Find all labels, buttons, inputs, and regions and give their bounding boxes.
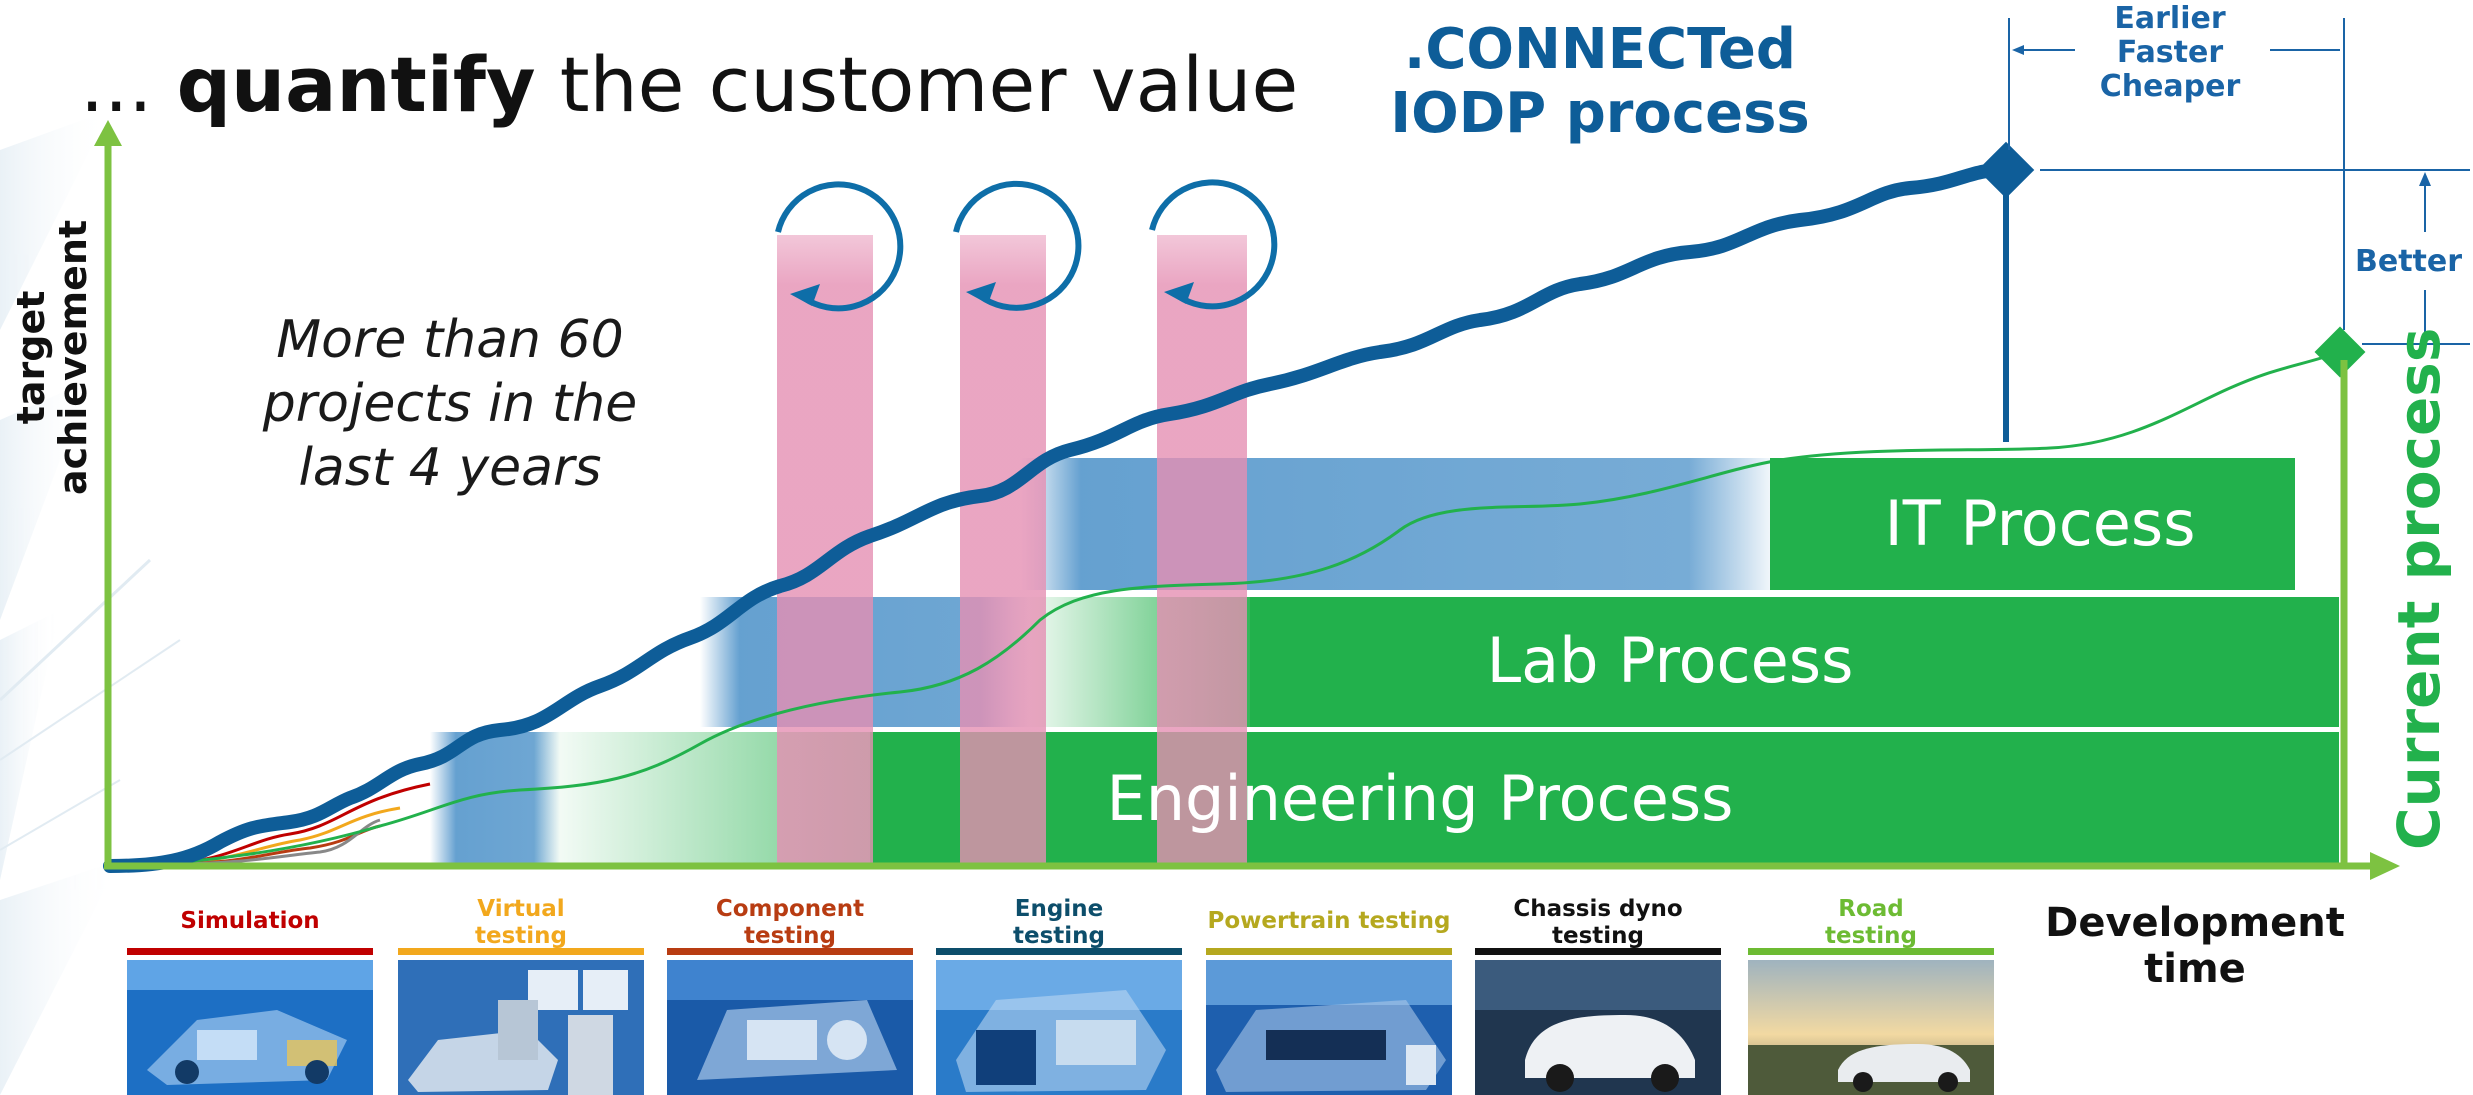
chassis-dyno-testing-thumbnail <box>1475 960 1721 1095</box>
earlier-faster-cheaper-label: Earlier Faster Cheaper <box>2099 1 2241 104</box>
dimension-lines <box>2008 18 2470 345</box>
engineering-process-label: Engineering Process <box>1106 762 1734 835</box>
loop-arrow-icon <box>775 181 904 312</box>
x-axis <box>104 852 2400 880</box>
it-process-band <box>1020 458 2295 590</box>
iteration-column <box>777 235 873 864</box>
virtual-testing-thumbnail <box>398 960 644 1095</box>
y-axis-label: target achievement <box>9 219 95 495</box>
stage-color-bar <box>1748 948 1994 955</box>
it-process-label: IT Process <box>1884 487 2196 560</box>
connected-end-diamond <box>1977 141 2035 199</box>
simulation-thumbnail <box>127 960 373 1095</box>
component-testing-thumbnail <box>667 960 913 1095</box>
loop-arrow-icon <box>953 180 1082 311</box>
projects-note: More than 60 projects in the last 4 year… <box>262 310 638 498</box>
simulation-curve <box>169 782 431 866</box>
connected-iodp-curve <box>103 162 2017 873</box>
stage-color-bar <box>1206 948 1452 955</box>
connected-iodp-label: .CONNECTed IODP process <box>1390 17 1810 146</box>
current-process-curve <box>109 350 2341 868</box>
loop-arrow-icon <box>1149 179 1278 310</box>
current-end-diamond <box>2314 326 2366 378</box>
stage-color-bar <box>667 948 913 955</box>
stage-color-bar <box>1475 948 1721 955</box>
better-label: Better <box>2355 244 2463 279</box>
stage-color-bar <box>398 948 644 955</box>
stage-color-bar <box>127 948 373 955</box>
stage-color-bar <box>936 948 1182 955</box>
lab-process-label: Lab Process <box>1486 624 1854 697</box>
x-axis-label: Development time <box>2045 900 2345 992</box>
iteration-column <box>960 235 1046 864</box>
engine-testing-thumbnail <box>936 960 1182 1095</box>
powertrain-testing-thumbnail <box>1206 960 1452 1095</box>
page-title: ... quantify the customer value <box>80 40 1299 129</box>
iteration-column <box>1157 235 1247 864</box>
stage-label: Powertrain testing <box>1207 908 1451 934</box>
current-process-label: Current process <box>2385 327 2453 850</box>
road-testing-thumbnail <box>1748 960 1994 1095</box>
stage-label: Simulation <box>180 908 320 934</box>
y-axis <box>94 120 122 866</box>
